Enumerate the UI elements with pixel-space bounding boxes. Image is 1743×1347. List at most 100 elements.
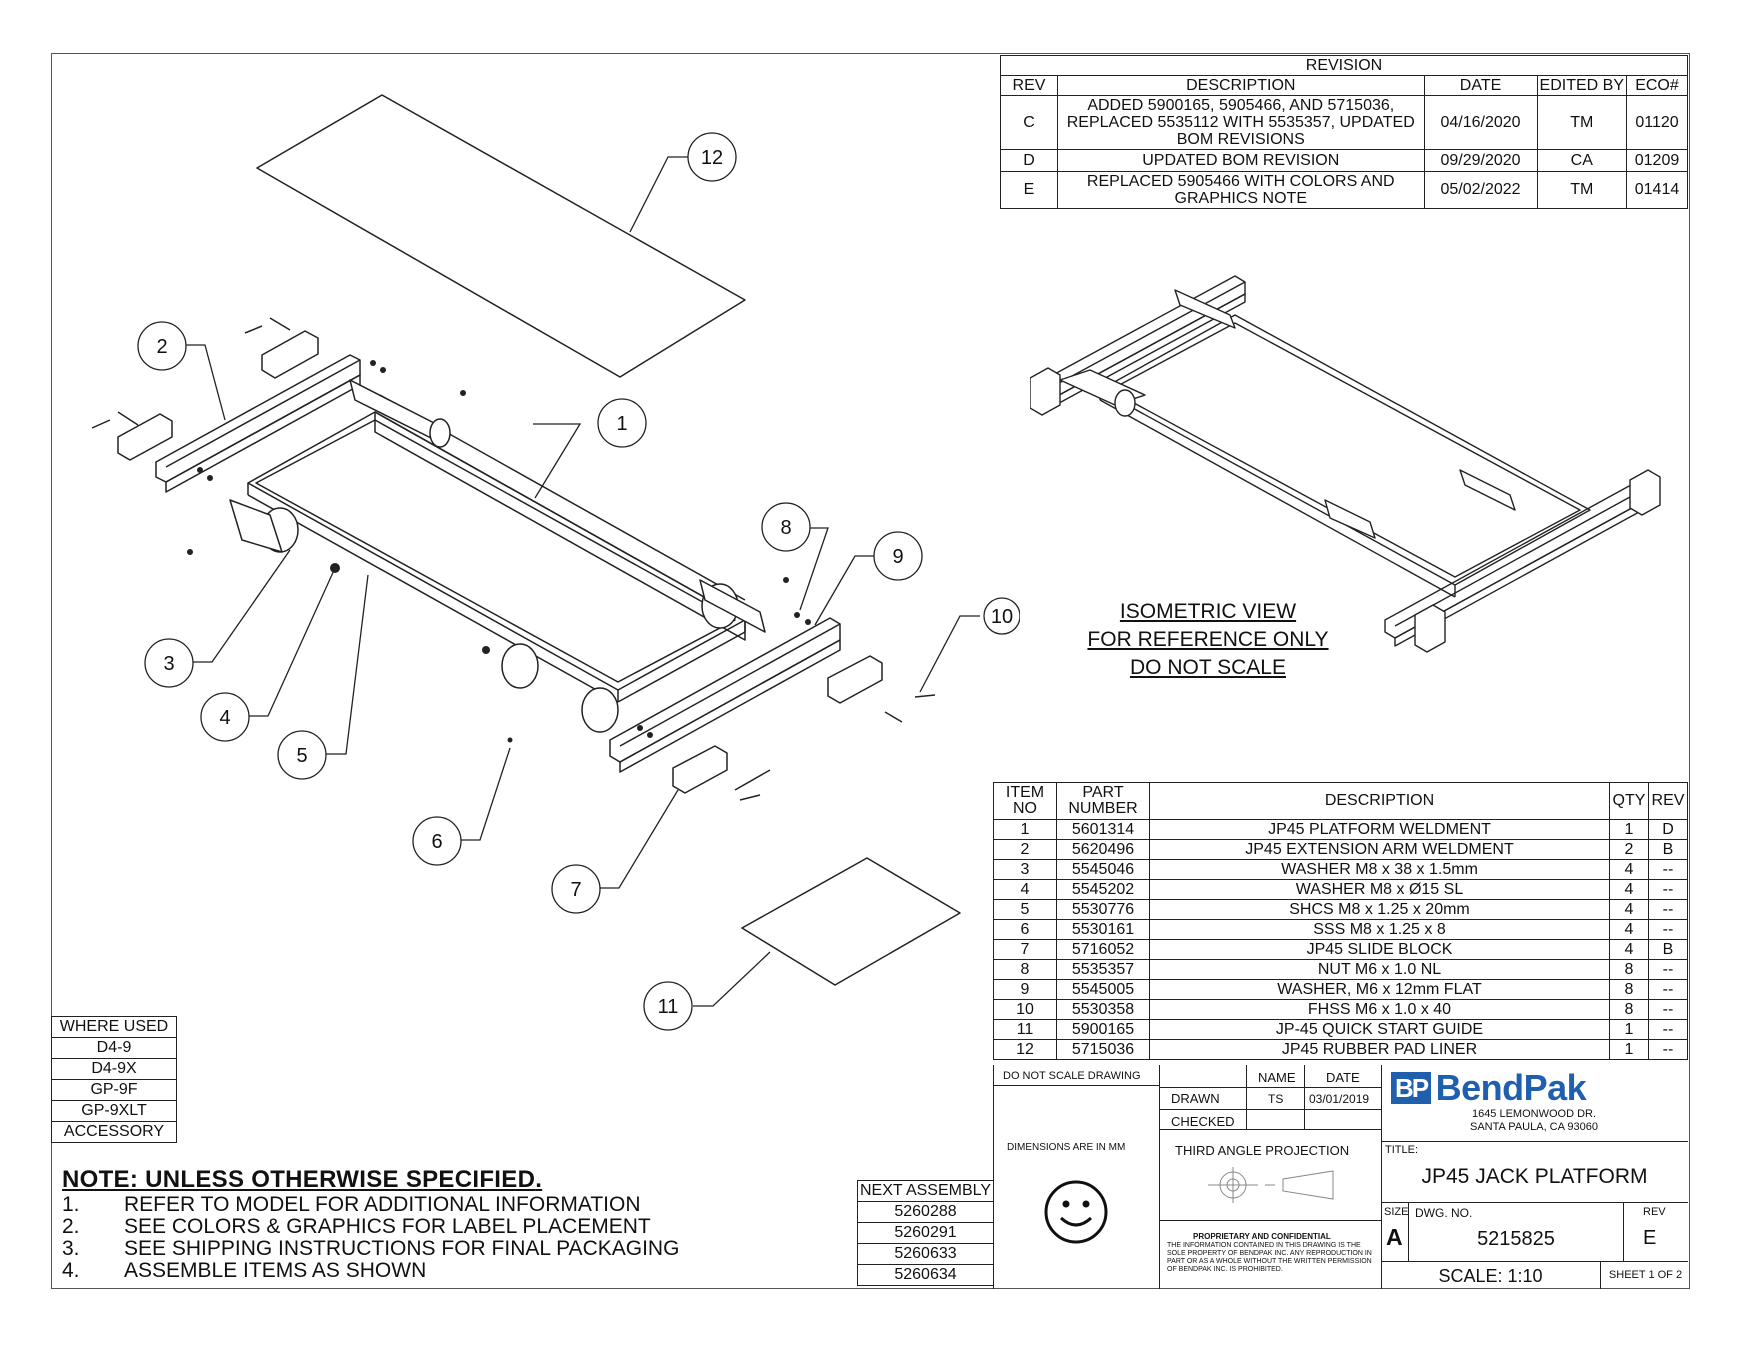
note-item: 3.SEE SHIPPING INSTRUCTIONS FOR FINAL PA… (62, 1237, 680, 1260)
revision-header-row: REV DESCRIPTION DATE EDITED BY ECO# (1000, 75, 1688, 96)
drawing-sheet-border (51, 53, 1690, 1289)
bom-cell-desc: WASHER M8 x Ø15 SL (1149, 879, 1610, 900)
bom-cell-qty: 4 (1609, 919, 1649, 940)
bom-cell-part: 5535357 (1056, 959, 1150, 980)
bom-cell-part: 5601314 (1056, 819, 1150, 840)
quick-start-guide-part (741, 857, 961, 986)
screw-parts (91, 317, 936, 801)
slide-block-parts (672, 655, 883, 794)
bom-cell-part: 5715036 (1056, 1039, 1150, 1060)
scale-label: SCALE: 1:10 (1438, 1266, 1543, 1286)
bom-cell-qty: 4 (1609, 879, 1649, 900)
drawn-name: TS (1268, 1092, 1284, 1106)
address-line-2: SANTA PAULA, CA 93060 (1470, 1121, 1598, 1133)
note-item: 2.SEE COLORS & GRAPHICS FOR LABEL PLACEM… (62, 1215, 651, 1238)
bom-rev-header: REV (1648, 782, 1688, 820)
dwg-number: 5215825 (1477, 1228, 1555, 1250)
address-line-1: 1645 LEMONWOOD DR. (1471, 1108, 1597, 1120)
name-label: NAME (1258, 1070, 1296, 1085)
drawing-title: JP45 JACK PLATFORM (1421, 1165, 1648, 1188)
svg-text:12: 12 (701, 147, 723, 169)
callout-7: 7 (551, 789, 679, 914)
exploded-view-drawing: 1 2 3 4 5 6 7 (91, 94, 961, 1031)
size-label: SIZE (1384, 1206, 1409, 1218)
revision-editor: CA (1536, 149, 1628, 172)
bom-cell-qty: 1 (1609, 1039, 1649, 1060)
revision-eco: 01209 (1626, 149, 1688, 172)
proprietary-heading: PROPRIETARY AND CONFIDENTIAL (1193, 1232, 1331, 1241)
bom-cell-qty: 1 (1609, 1019, 1649, 1040)
next-assembly-title: NEXT ASSEMBLY (856, 1180, 995, 1202)
smiley-icon (1044, 1180, 1108, 1244)
revision-desc: UPDATED BOM REVISION (1057, 149, 1425, 172)
bom-cell-item: 3 (993, 859, 1057, 880)
bom-cell-qty: 2 (1609, 839, 1649, 860)
bom-cell-part: 5530358 (1056, 999, 1150, 1020)
svg-text:9: 9 (892, 546, 903, 568)
bom-cell-item: 12 (993, 1039, 1057, 1060)
callout-6: 6 (412, 747, 511, 866)
svg-text:1: 1 (616, 413, 627, 435)
qty-header: QTY (1609, 782, 1649, 820)
bom-cell-rev: B (1648, 839, 1688, 860)
bom-cell-qty: 1 (1609, 819, 1649, 840)
bom-cell-part: 5545005 (1056, 979, 1150, 1000)
eco-header: ECO# (1626, 75, 1688, 96)
bom-cell-rev: -- (1648, 999, 1688, 1020)
title-rev-label: REV (1643, 1206, 1666, 1218)
rev-header: REV (1000, 75, 1058, 96)
revision-row: C ADDED 5900165, 5905466, AND 5715036, R… (1000, 95, 1688, 150)
projection-label: THIRD ANGLE PROJECTION (1175, 1143, 1350, 1158)
third-angle-projection-icon (1208, 1167, 1334, 1203)
bom-cell-desc: WASHER M8 x 38 x 1.5mm (1149, 859, 1610, 880)
next-assembly-item: 5260291 (856, 1222, 995, 1244)
bom-cell-desc: WASHER, M6 x 12mm FLAT (1149, 979, 1610, 1000)
bom-cell-part: 5716052 (1056, 939, 1150, 960)
checked-label: CHECKED (1171, 1114, 1235, 1129)
revision-title: REVISION (1000, 55, 1688, 76)
where-used-item: ACCESSORY (51, 1121, 177, 1143)
bom-cell-desc: JP45 SLIDE BLOCK (1149, 939, 1610, 960)
svg-text:4: 4 (219, 707, 230, 729)
bom-cell-qty: 4 (1609, 859, 1649, 880)
callout-1: 1 (533, 398, 647, 499)
svg-text:11: 11 (658, 996, 679, 1018)
callout-11: 11 (643, 951, 771, 1031)
bom-cell-desc: FHSS M6 x 1.0 x 40 (1149, 999, 1610, 1020)
svg-text:5: 5 (296, 745, 307, 767)
title-rev-value: E (1643, 1227, 1657, 1249)
description-header: DESCRIPTION (1057, 75, 1425, 96)
title-block: DO NOT SCALE DRAWING NAME DATE DRAWN TS … (993, 1065, 1688, 1289)
revision-date: 09/29/2020 (1423, 149, 1538, 172)
item-no-header: ITEM (1005, 784, 1045, 801)
next-assembly-item: 5260634 (856, 1264, 995, 1286)
next-assembly-item: 5260633 (856, 1243, 995, 1265)
bom-cell-desc: SSS M8 x 1.25 x 8 (1149, 919, 1610, 940)
bom-cell-item: 9 (993, 979, 1057, 1000)
callout-group-right: 9 10 (814, 531, 1020, 693)
bom-cell-part: 5530776 (1056, 899, 1150, 920)
svg-text:10: 10 (991, 606, 1013, 628)
dwg-no-label: DWG. NO. (1415, 1206, 1473, 1220)
callout-4: 4 (200, 567, 336, 742)
left-extension-arm-part (117, 330, 361, 493)
bom-cell-desc: SHCS M8 x 1.25 x 20mm (1149, 899, 1610, 920)
revision-table: REVISION REV DESCRIPTION DATE EDITED BY … (1000, 55, 1688, 209)
callout-2: 2 (137, 321, 226, 421)
title-label: TITLE: (1385, 1144, 1419, 1156)
bom-cell-item: 6 (993, 919, 1057, 940)
revision-rev: E (1000, 171, 1058, 209)
bom-cell-qty: 8 (1609, 959, 1649, 980)
revision-desc: REPLACED 5905466 WITH COLORS AND GRAPHIC… (1057, 171, 1425, 209)
next-assembly-table: NEXT ASSEMBLY 5260288 5260291 5260633 52… (856, 1180, 995, 1286)
proprietary-text: THE INFORMATION CONTAINED IN THIS DRAWIN… (1167, 1242, 1372, 1273)
bom-cell-item: 10 (993, 999, 1057, 1020)
